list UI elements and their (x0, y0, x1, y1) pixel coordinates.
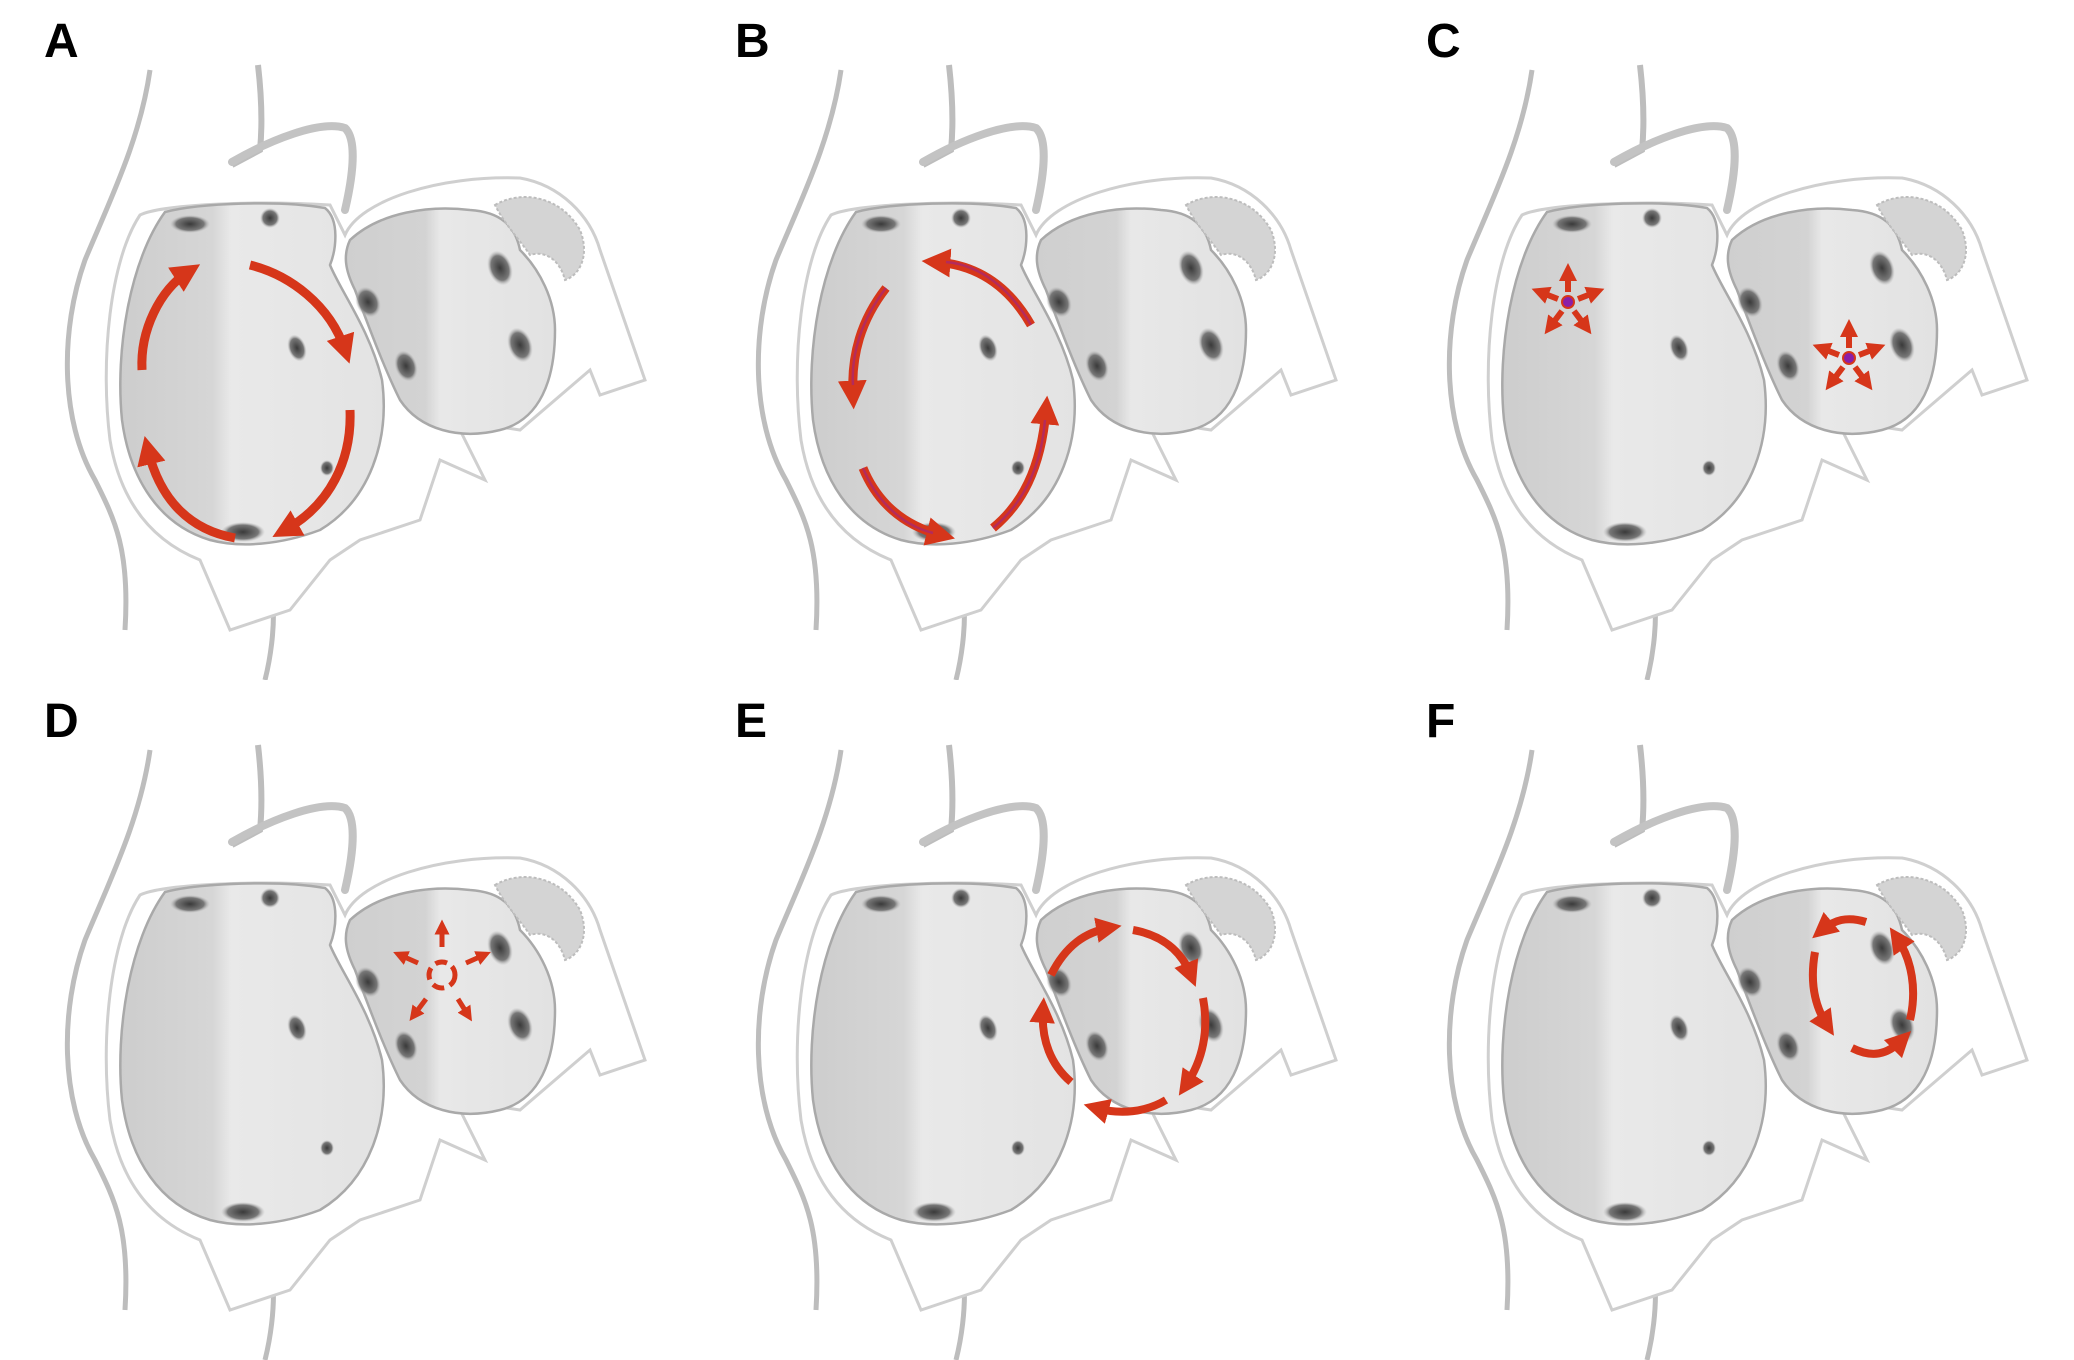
panel-label-c: C (1426, 15, 1461, 68)
panel-a: A (0, 0, 691, 680)
panel-f: F (1382, 680, 2074, 1360)
heart-illustration-a (0, 0, 691, 680)
panel-c: C (1382, 0, 2074, 680)
heart-illustration-c (1382, 0, 2073, 680)
panel-label-b: B (735, 15, 770, 68)
panel-d: D (0, 680, 691, 1360)
heart-illustration-b (691, 0, 1382, 680)
reentry-arrows-icon (1809, 911, 1918, 1059)
panel-b: B (691, 0, 1382, 680)
panel-label-f: F (1426, 695, 1456, 748)
heart-illustration-d (0, 680, 691, 1360)
reentry-arrows-icon (137, 260, 355, 543)
focal-source-icon (1531, 263, 1605, 335)
panel-label-a: A (44, 15, 79, 68)
heart-illustration-e (691, 680, 1382, 1360)
focal-source-icon (1812, 319, 1886, 391)
panel-label-d: D (44, 695, 79, 748)
reentry-arrows-icon (1029, 917, 1210, 1124)
heart-illustration-f (1382, 680, 2073, 1360)
rotor-icon (393, 919, 491, 1022)
panel-e: E (691, 680, 1382, 1360)
panel-label-e: E (735, 695, 768, 748)
